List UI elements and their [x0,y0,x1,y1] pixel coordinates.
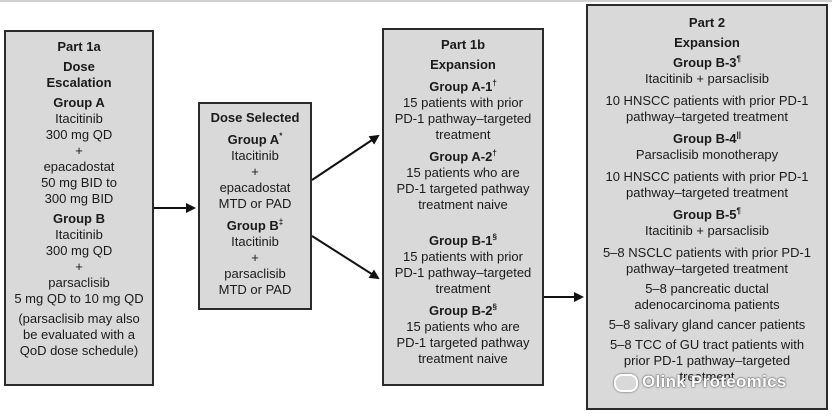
group-b3-label: Group B-3¶ [672,54,741,70]
group-b2-line: 15 patients who are [406,319,520,334]
group-a2-line: treatment naive [418,197,508,212]
group-b5-label: Group B-5¶ [672,206,741,222]
group-a1-line: treatment [435,127,491,142]
group-a-line: 50 mg BID to [41,175,117,190]
group-b5-drug: Itacitinib + parsaclisib [645,223,769,238]
part1a-subtitle: Dose [63,59,95,74]
dose-selected-title: Dose Selected [210,110,300,125]
group-b5-line: 5–8 pancreatic ductal [645,281,769,296]
part1b-title: Part 1b [440,37,486,52]
group-b1-line: treatment [435,281,491,296]
group-b5-line: treatment [679,369,735,384]
selected-group-b-line: Itacitinib [231,234,279,249]
part2-box: Part 2 Expansion Group B-3¶ Itacitinib +… [586,4,828,410]
group-b2-line: PD-1 targeted pathway [396,335,530,350]
schedule-note: (parsaclisib may also [18,311,140,326]
group-b-line: Itacitinib [55,227,103,242]
group-b1-line: 15 patients with prior [403,249,523,264]
group-a-line: + [75,143,83,158]
part2-title: Part 2 [688,15,726,30]
group-a2-line: PD-1 targeted pathway [396,181,530,196]
group-b-line: 5 mg QD to 10 mg QD [14,291,144,306]
group-b-label: Group B [53,211,105,226]
selected-group-b-line: parsaclisib [224,266,286,281]
selected-group-b-line: + [251,250,259,265]
selected-group-a-line: Itacitinib [231,148,279,163]
group-a-label: Group A [53,95,105,110]
group-a1-label: Group A-1† [429,78,497,94]
group-b5-line: 5–8 TCC of GU tract patients with [609,337,805,352]
selected-group-a-line: epacadostat [219,180,291,195]
group-b5-line: adenocarcinoma patients [634,297,780,312]
group-b-line: + [75,259,83,274]
part1b-box: Part 1b Expansion Group A-1† 15 patients… [382,28,544,386]
part1a-subtitle: Escalation [46,75,112,90]
chat-bubble-icon [614,373,638,392]
group-b-line: parsaclisib [48,275,110,290]
group-a-line: Itacitinib [55,111,103,126]
selected-group-a-label: Group A* [227,131,283,147]
group-b1-line: PD-1 pathway–targeted [394,265,532,280]
group-b4-drug: Parsaclisib monotherapy [635,147,779,162]
group-b3-line: 10 HNSCC patients with prior PD-1 [605,93,809,108]
part1a-title: Part 1a [57,39,101,54]
group-b2-line: treatment naive [418,351,508,366]
group-b5-line: 5–8 NSCLC patients with prior PD-1 [602,245,812,260]
watermark: Olink Proteomics [614,372,787,392]
group-b5-line: prior PD-1 pathway–targeted [623,353,791,368]
group-a2-line: 15 patients who are [406,165,520,180]
dose-selected-box: Dose Selected Group A* Itacitinib + epac… [198,102,312,310]
arrow-selected-to-1b-upper [311,134,380,181]
group-b4-label: Group B-4|| [672,130,742,146]
group-b1-label: Group B-1§ [428,232,497,248]
group-b-line: 300 mg QD [45,243,113,258]
selected-group-a-line: + [251,164,259,179]
group-b3-line: pathway–targeted treatment [626,109,788,124]
selected-group-b-label: Group B‡ [226,217,284,233]
group-a-line: epacadostat [43,159,115,174]
part1a-box: Part 1a Dose Escalation Group A Itacitin… [4,30,154,386]
part1b-subtitle: Expansion [430,57,496,72]
group-b2-label: Group B-2§ [428,302,497,318]
group-a1-line: PD-1 pathway–targeted [394,111,532,126]
selected-group-b-line: MTD or PAD [218,282,292,297]
group-a2-label: Group A-2† [429,148,497,164]
group-b4-line: pathway–targeted treatment [626,185,788,200]
selected-group-a-line: MTD or PAD [218,196,292,211]
schedule-note: be evaluated with a [22,327,136,342]
group-b5-line: pathway–targeted treatment [626,261,788,276]
top-rule [0,0,832,2]
part2-subtitle: Expansion [674,35,740,50]
arrow-selected-to-1b-lower [311,235,380,280]
group-a1-line: 15 patients with prior [403,95,523,110]
group-b3-drug: Itacitinib + parsaclisib [645,71,769,86]
group-a-line: 300 mg QD [45,127,113,142]
group-b4-line: 10 HNSCC patients with prior PD-1 [605,169,809,184]
schedule-note: QoD dose schedule) [19,343,139,358]
group-a-line: 300 mg BID [44,191,114,206]
group-b5-line: 5–8 salivary gland cancer patients [608,317,806,332]
